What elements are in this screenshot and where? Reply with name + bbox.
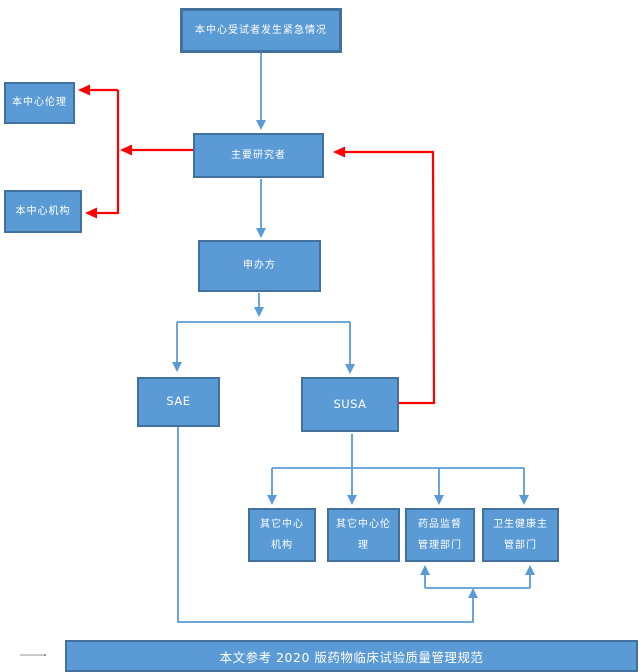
node-drug-regulatory-line2: 管理部门 [418, 539, 462, 551]
node-center-ethics-label: 本中心伦理 [12, 97, 67, 108]
node-drug-regulatory: 药品监督 管理部门 [405, 508, 475, 562]
node-sae-label: SAE [166, 394, 191, 409]
node-center-ethics: 本中心伦理 [4, 82, 75, 124]
node-principal-investigator-label: 主要研究者 [231, 149, 286, 161]
node-susa: SUSA [301, 377, 399, 432]
connector-sae-feedback-path [177, 427, 478, 623]
node-drug-regulatory-line1: 药品监督 [418, 518, 462, 530]
node-other-center-ethics: 其它中心伦 理 [327, 508, 400, 562]
node-sponsor: 申办方 [198, 240, 321, 292]
node-emergency: 本中心受试者发生紧急情况 [180, 8, 342, 53]
node-sponsor-label: 申办方 [243, 260, 276, 271]
node-other-center-ethics-line2: 理 [358, 539, 369, 551]
node-susa-label: SUSA [333, 396, 367, 411]
connector-susa-to-pi-red [333, 146, 436, 405]
node-other-center-ethics-line1: 其它中心伦 [336, 518, 391, 530]
footer-reference-label: 本文参考 2020 版药物临床试验质量管理规范 [219, 649, 484, 665]
node-sae: SAE [137, 377, 220, 427]
node-other-center-institution-line2: 机构 [271, 539, 293, 551]
node-health-authority-line2: 管部门 [504, 539, 537, 551]
footer-reference-bar: 本文参考 2020 版药物临床试验质量管理规范 [65, 640, 638, 672]
small-gray-dash [20, 654, 46, 656]
node-principal-investigator: 主要研究者 [193, 133, 324, 178]
node-other-center-institution: 其它中心 机构 [248, 508, 316, 562]
node-health-authority: 卫生健康主 管部门 [482, 508, 559, 562]
node-center-institution: 本中心机构 [4, 190, 82, 233]
node-other-center-institution-line1: 其它中心 [260, 518, 304, 530]
node-center-institution-label: 本中心机构 [15, 205, 71, 217]
node-health-authority-line1: 卫生健康主 [493, 518, 548, 530]
node-emergency-label: 本中心受试者发生紧急情况 [195, 24, 327, 36]
